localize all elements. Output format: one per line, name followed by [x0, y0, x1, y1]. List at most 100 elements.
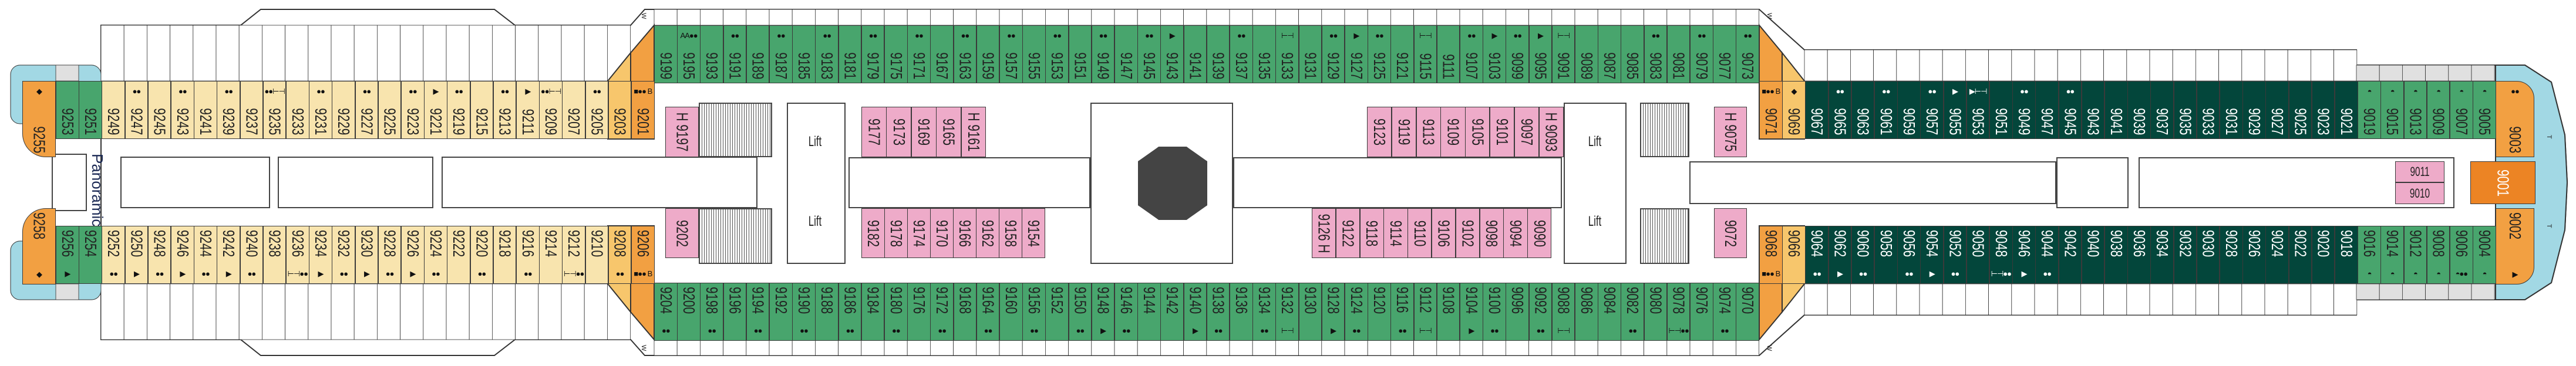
cabin-9157[interactable]: 9157●● [999, 25, 1023, 83]
cabin-9229[interactable]: 9229 [332, 81, 356, 139]
cabin-9063[interactable]: 9063 [1851, 81, 1875, 139]
cabin-9049[interactable]: 9049●● [2012, 81, 2036, 139]
cabin-9053[interactable]: 9053▶⊢⊣ [1966, 81, 1990, 139]
cabin-9206[interactable]: 9206■●● B [631, 226, 655, 284]
cabin-9090[interactable]: 9090 [1527, 208, 1552, 258]
cabin-9001[interactable]: 9001 [2470, 161, 2535, 204]
cabin-9209[interactable]: 9209●●⊢⊣ [539, 81, 563, 139]
cabin-9006[interactable]: 9006◓●● [2450, 226, 2473, 284]
cabin-9120[interactable]: 9120 [1368, 283, 1391, 341]
cabin-9070[interactable]: 9070 [1736, 283, 1760, 341]
cabin-9170[interactable]: 9170 [930, 208, 954, 258]
cabin-9003[interactable]: 9003●● [2496, 81, 2534, 157]
cabin-9184[interactable]: 9184 [861, 283, 885, 341]
cabin-9045[interactable]: 9045●● [2058, 81, 2082, 139]
cabin-9037[interactable]: 9037 [2150, 81, 2174, 139]
cabin-9012[interactable]: 9012◓ [2403, 226, 2427, 284]
cabin-9179[interactable]: 9179●● [861, 25, 885, 83]
cabin-9084[interactable]: 9084 [1598, 283, 1621, 341]
cabin-9230[interactable]: 9230▶ [355, 226, 379, 284]
cabin-9094[interactable]: 9094 [1503, 208, 1528, 258]
cabin-9076[interactable]: 9076 [1690, 283, 1713, 341]
cabin-9022[interactable]: 9022 [2288, 226, 2312, 284]
cabin-9024[interactable]: 9024 [2265, 226, 2289, 284]
cabin-9080[interactable]: 9080 [1644, 283, 1668, 341]
cabin-9115[interactable]: 9115⊢⊣ [1413, 25, 1437, 83]
cabin-9112[interactable]: 9112⊢⊣ [1413, 283, 1437, 341]
cabin-9096[interactable]: 9096 [1506, 283, 1530, 341]
cabin-9153[interactable]: 9153●● [1045, 25, 1069, 83]
cabin-9224[interactable]: 9224●● [424, 226, 447, 284]
cabin-9026[interactable]: 9026 [2242, 226, 2266, 284]
cabin-9214[interactable]: 9214 [539, 226, 563, 284]
cabin-9168[interactable]: 9168 [953, 283, 977, 341]
cabin-9019[interactable]: 9019◓ [2358, 81, 2381, 139]
cabin-9071[interactable]: 9071■●● B [1759, 81, 1783, 139]
cabin-9047[interactable]: 9047 [2035, 81, 2059, 139]
cabin-9227[interactable]: 9227●● [355, 81, 379, 139]
cabin-9027[interactable]: 9027 [2265, 81, 2289, 139]
cabin-9213[interactable]: 9213●● [493, 81, 517, 139]
cabin-9023[interactable]: 9023 [2311, 81, 2335, 139]
cabin-9065[interactable]: 9065●● [1828, 81, 1852, 139]
cabin-9010[interactable]: 9010 [2395, 182, 2444, 204]
cabin-9056[interactable]: 9056●● [1897, 226, 1921, 284]
cabin-9066[interactable]: 9066 [1782, 226, 1806, 284]
cabin-9239[interactable]: 9239●● [217, 81, 241, 139]
cabin-9223[interactable]: 9223●● [401, 81, 425, 139]
cabin-9089[interactable]: 9089 [1575, 25, 1598, 83]
cabin-9250[interactable]: 9250▶ [124, 226, 149, 284]
cabin-9192[interactable]: 9192 [769, 283, 793, 341]
cabin-9032[interactable]: 9032 [2173, 226, 2197, 284]
cabin-9183[interactable]: 9183●● [815, 25, 839, 83]
cabin-9256[interactable]: 9256▶ [56, 226, 79, 284]
cabin-9142[interactable]: 9142 [1160, 283, 1184, 341]
cabin-9081[interactable]: 9081 [1666, 25, 1691, 83]
cabin-9159[interactable]: 9159 [976, 25, 1000, 83]
cabin-9249[interactable]: 9249 [102, 81, 126, 139]
cabin-9255[interactable]: 9255◆ [22, 81, 56, 157]
cabin-9051[interactable]: 9051 [1989, 81, 2013, 139]
cabin-9048[interactable]: 9048⊢⊣●● [1989, 226, 2013, 284]
cabin-9242[interactable]: 9242▶ [217, 226, 241, 284]
cabin-9097[interactable]: 9097 [1514, 107, 1540, 157]
cabin-9135[interactable]: 9135 [1252, 25, 1276, 83]
cabin-9114[interactable]: 9114 [1383, 208, 1408, 258]
cabin-9106[interactable]: 9106 [1432, 208, 1456, 258]
cabin-9102[interactable]: 9102 [1455, 208, 1480, 258]
cabin-9029[interactable]: 9029 [2242, 81, 2266, 139]
cabin-9058[interactable]: 9058 [1874, 226, 1898, 284]
cabin-9007[interactable]: 9007◓ [2450, 81, 2473, 139]
cabin-9141[interactable]: 9141 [1183, 25, 1207, 83]
cabin-9044[interactable]: 9044●● [2035, 226, 2059, 284]
cabin-9128[interactable]: 9128▶ [1321, 283, 1345, 341]
cabin-9166[interactable]: 9166 [953, 208, 976, 258]
cabin-9079[interactable]: 9079●● [1690, 25, 1713, 83]
cabin-9231[interactable]: 9231●● [309, 81, 332, 139]
cabin-9215[interactable]: 9215 [470, 81, 494, 139]
cabin-9060[interactable]: 9060●● [1851, 226, 1875, 284]
cabin-9031[interactable]: 9031 [2220, 81, 2243, 139]
cabin-9015[interactable]: 9015◓ [2380, 81, 2405, 139]
cabin-9062[interactable]: 9062▶ [1828, 226, 1852, 284]
cabin-9198[interactable]: 9198●● [700, 283, 724, 341]
cabin-9202[interactable]: 9202 [665, 208, 699, 258]
cabin-9199[interactable]: 9199 [654, 25, 678, 83]
cabin-9247[interactable]: 9247●● [124, 81, 149, 139]
cabin-9162[interactable]: 9162 [976, 208, 999, 258]
cabin-9136[interactable]: 9136 [1230, 283, 1253, 341]
cabin-9208[interactable]: 9208●● [608, 226, 632, 284]
cabin-9039[interactable]: 9039 [2127, 81, 2151, 139]
cabin-9156[interactable]: 9156●● [1022, 283, 1046, 341]
cabin-h9197[interactable]: H 9197 [665, 107, 699, 157]
cabin-9008[interactable]: 9008◓ [2426, 226, 2450, 284]
cabin-9110[interactable]: 9110 [1407, 208, 1432, 258]
cabin-9189[interactable]: 9189 [746, 25, 770, 83]
cabin-9057[interactable]: 9057●● [1920, 81, 1944, 139]
cabin-9245[interactable]: 9245 [147, 81, 171, 139]
cabin-9133[interactable]: 9133⊢⊣ [1275, 25, 1299, 83]
cabin-9207[interactable]: 9207 [562, 81, 586, 139]
cabin-9160[interactable]: 9160 [999, 283, 1023, 341]
cabin-9148[interactable]: 9148▶ [1091, 283, 1115, 341]
cabin-9176[interactable]: 9176 [907, 283, 931, 341]
